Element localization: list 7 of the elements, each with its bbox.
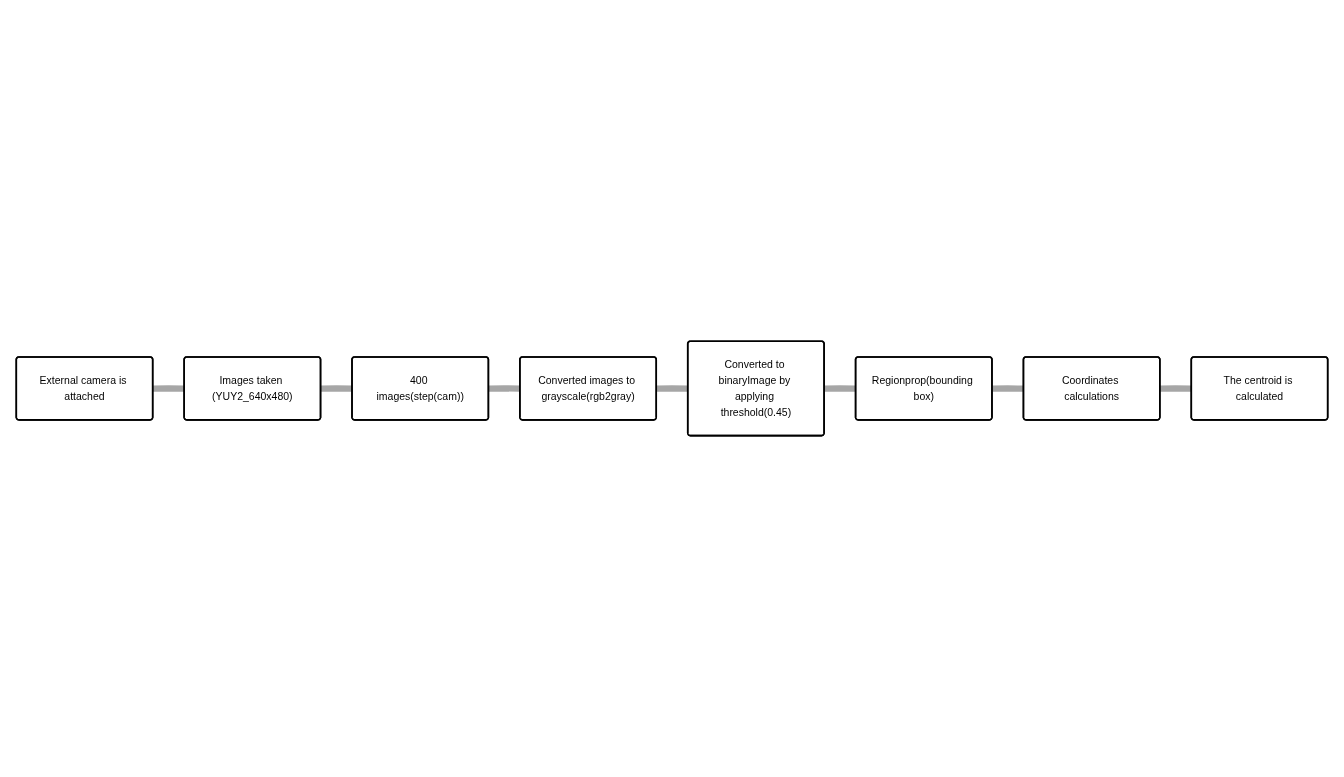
connector (320, 385, 353, 392)
connector (488, 385, 521, 392)
connector (992, 385, 1024, 392)
connector (1160, 385, 1192, 392)
connector (824, 385, 856, 392)
connector (656, 385, 689, 392)
connector (152, 385, 185, 392)
